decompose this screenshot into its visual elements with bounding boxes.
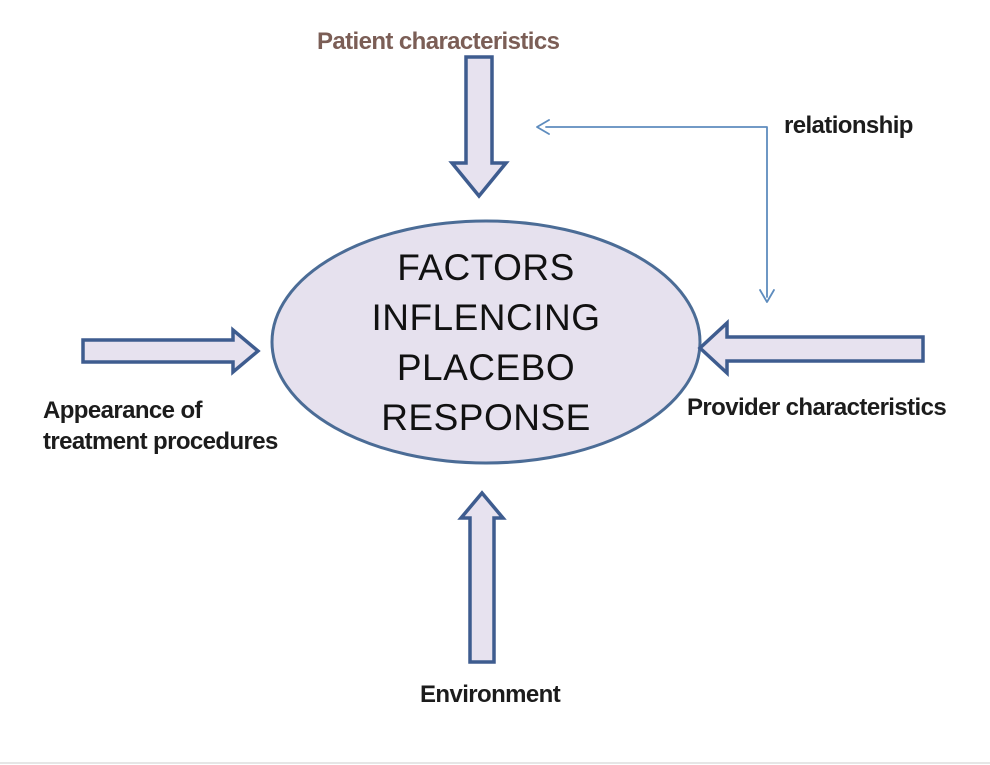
relationship-connector-line <box>545 126 768 298</box>
appearance-label: Appearance of treatment procedures <box>43 395 278 457</box>
center-line-1: FACTORS <box>397 247 575 288</box>
arrow-left-icon <box>697 318 925 378</box>
center-line-4: RESPONSE <box>381 397 591 438</box>
appearance-label-line-2: treatment procedures <box>43 428 278 455</box>
arrow-down-icon <box>448 55 510 199</box>
environment-label: Environment <box>420 681 561 708</box>
center-line-2: INFLENCING <box>371 297 601 338</box>
connector-arrowhead-left-icon <box>536 119 550 135</box>
provider-characteristics-label: Provider characteristics <box>687 394 947 421</box>
bottom-edge-line <box>0 762 990 764</box>
relationship-label: relationship <box>784 112 913 139</box>
patient-characteristics-label: Patient characteristics <box>317 28 560 55</box>
arrow-up-icon <box>457 490 507 664</box>
appearance-label-line-1: Appearance of <box>43 397 203 424</box>
center-line-3: PLACEBO <box>396 347 576 388</box>
connector-arrowhead-down-icon <box>759 289 775 303</box>
arrow-right-icon <box>81 326 261 376</box>
center-ellipse <box>270 219 702 465</box>
center-ellipse-text: FACTORS INFLENCING PLACEBO RESPONSE <box>272 222 700 464</box>
